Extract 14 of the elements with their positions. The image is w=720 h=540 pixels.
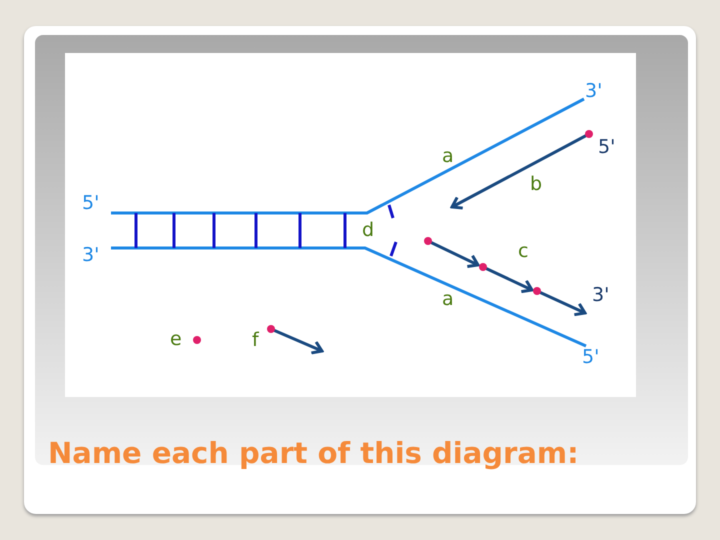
strand-end-label: 3' [82, 246, 100, 265]
strand-end-label: 5' [598, 138, 616, 157]
slide-caption: Name each part of this diagram: [48, 436, 579, 470]
part-letter: c [518, 242, 528, 261]
strand-end-label: 3' [585, 82, 602, 101]
strand-end-label: 5' [82, 194, 100, 213]
part-letter: e [170, 330, 182, 349]
strand-end-label: 3' [592, 286, 610, 305]
part-letter: d [362, 221, 374, 240]
part-letter: b [530, 175, 542, 194]
part-letter: a [442, 147, 454, 166]
part-letter: a [442, 290, 454, 309]
strand-end-label: 5' [582, 348, 600, 367]
part-letter: f [252, 331, 259, 350]
